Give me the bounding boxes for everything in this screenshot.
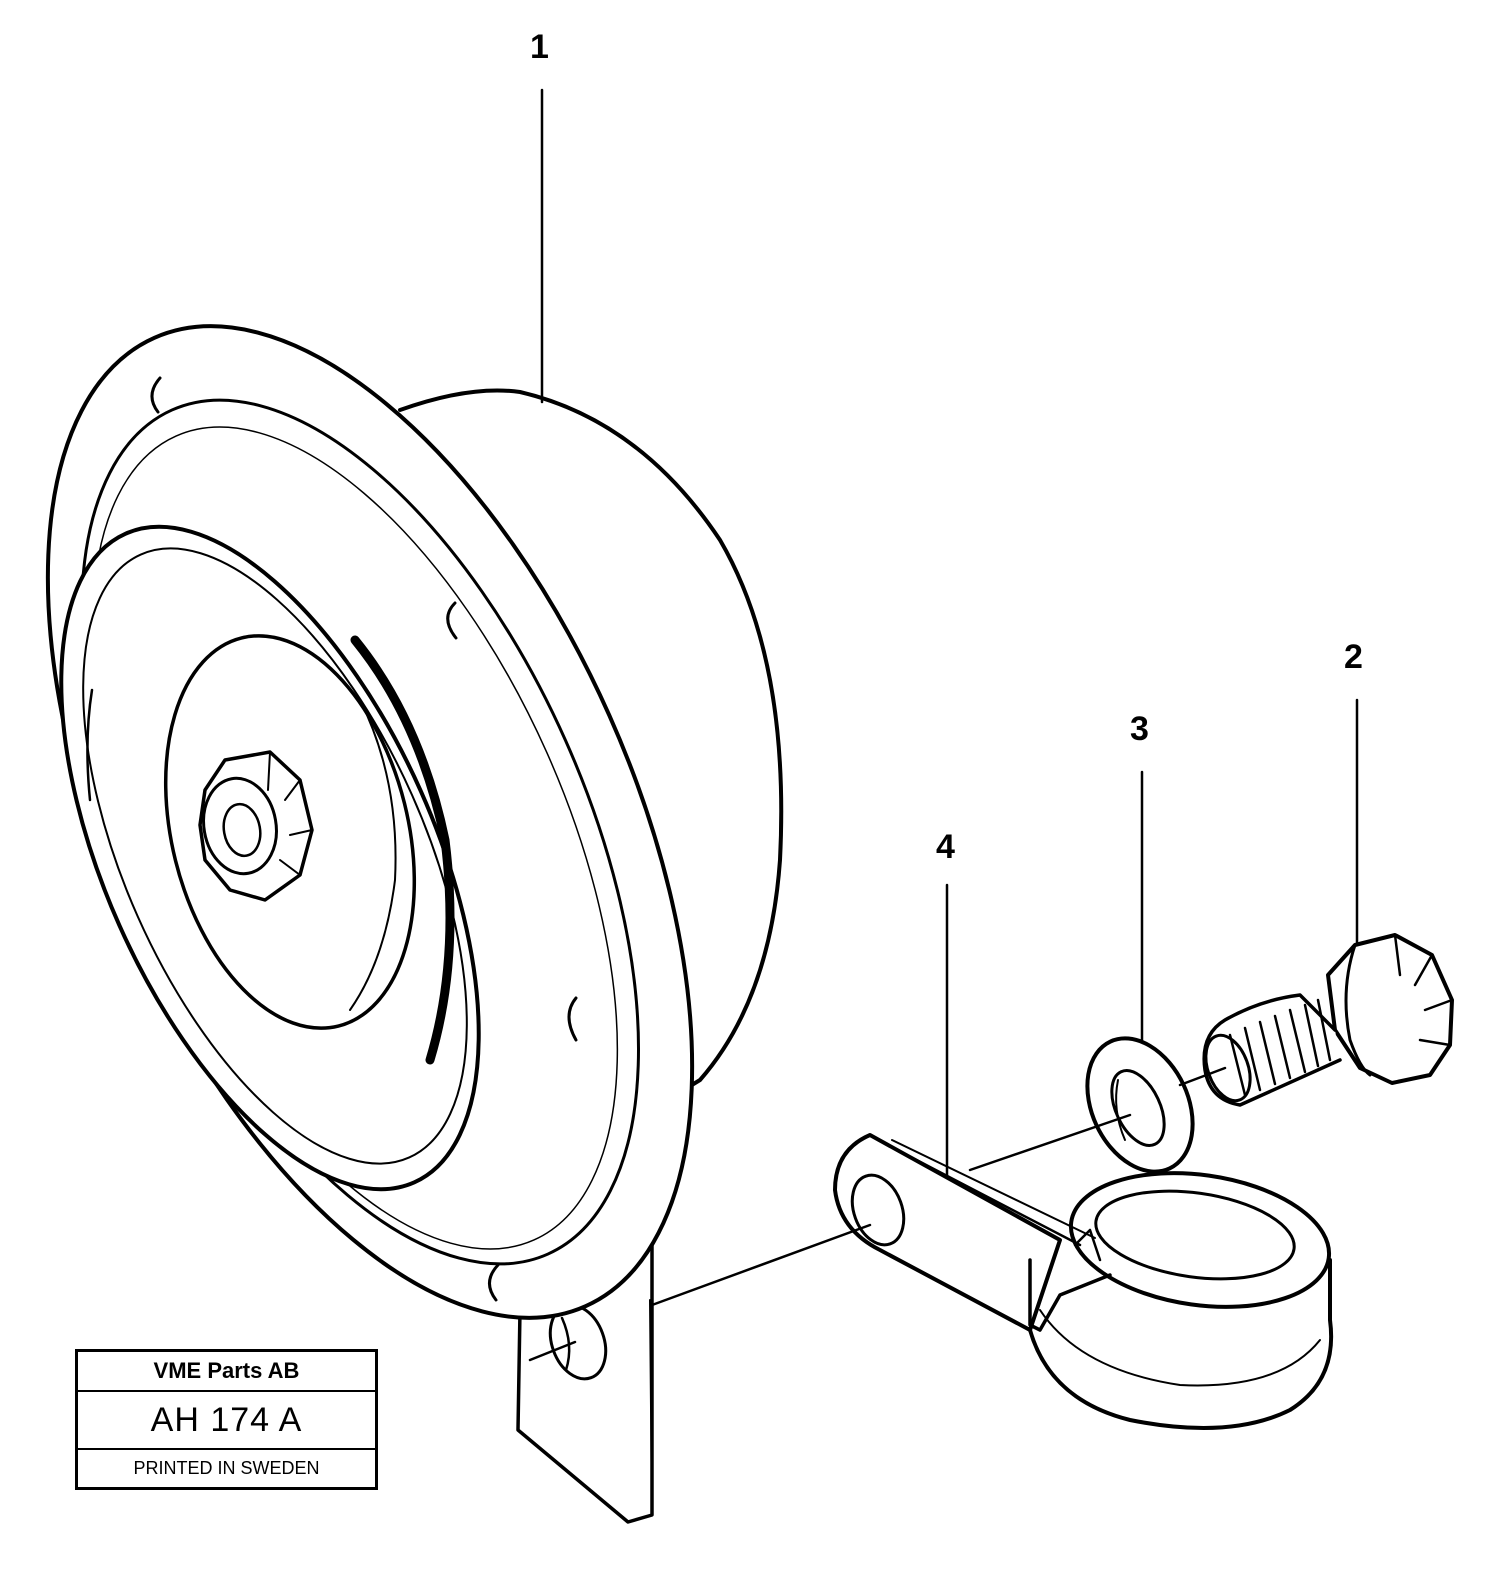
- bolt: [1202, 933, 1454, 1107]
- printed-in-label: PRINTED IN SWEDEN: [133, 1458, 320, 1478]
- washer: [1085, 1036, 1195, 1174]
- company-name: VME Parts AB: [78, 1352, 375, 1392]
- title-block: VME Parts AB AH 174 A PRINTED IN SWEDEN: [75, 1349, 378, 1490]
- callout-3: 3: [1130, 710, 1149, 748]
- callout-4: 4: [936, 828, 955, 866]
- callout-2: 2: [1344, 638, 1363, 676]
- drawing-code: AH 174 A: [78, 1392, 375, 1450]
- clamp: [833, 1133, 1334, 1430]
- leader-lines: [528, 88, 1359, 1362]
- assembly-line-bolt: [1178, 1066, 1227, 1087]
- assembly-line-hole: [528, 1340, 577, 1362]
- horn: [45, 324, 784, 1320]
- assembly-line-clamp: [968, 1113, 1132, 1172]
- callout-1: 1: [530, 28, 549, 66]
- assembly-line-bracket: [650, 1223, 872, 1307]
